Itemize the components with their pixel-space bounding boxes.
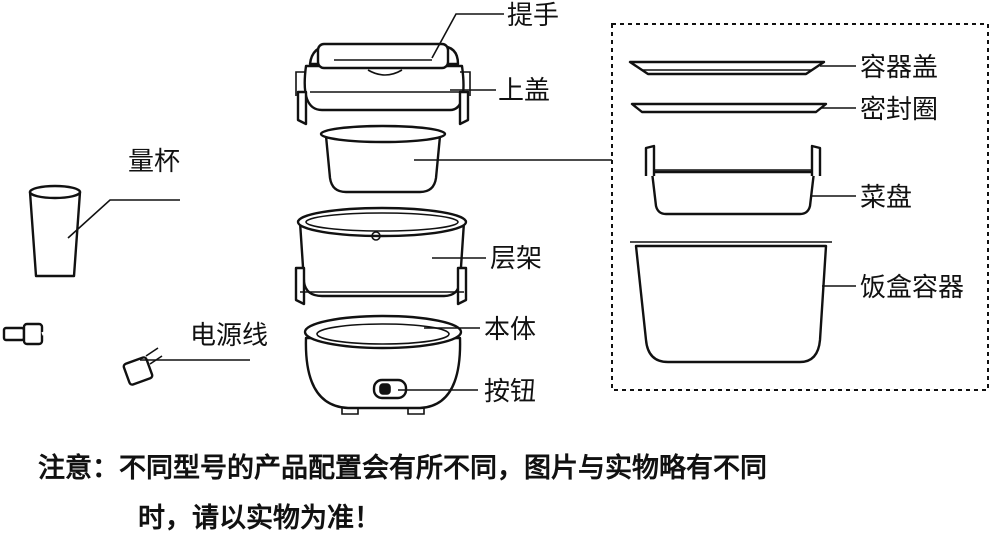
measuring-cup-drawing <box>28 184 82 278</box>
label-rice-container: 饭盒容器 <box>860 273 964 303</box>
dish-tray-drawing <box>644 144 822 216</box>
label-top-lid: 上盖 <box>498 76 550 106</box>
inner-pot-drawing <box>319 124 447 194</box>
label-power-cord: 电源线 <box>190 321 268 351</box>
rice-container-drawing <box>630 241 832 364</box>
label-measuring-cup: 量杯 <box>128 147 180 177</box>
layer-rack-drawing <box>294 206 468 306</box>
top-lid-drawing <box>295 42 471 126</box>
note-line-2: 时，请以实物为准！ <box>138 503 381 534</box>
leader-lines <box>67 13 856 391</box>
power-cord-drawing <box>2 318 163 394</box>
label-main-body: 本体 <box>484 315 536 345</box>
label-handle: 提手 <box>507 1 559 31</box>
note-line-1: 注意：不同型号的产品配置会有所不同，图片与实物略有不同 <box>38 453 767 484</box>
label-button: 按钮 <box>484 377 536 407</box>
inner-parts-group-box <box>611 23 989 391</box>
container-lid-drawing <box>628 60 826 76</box>
seal-ring-drawing <box>630 102 828 114</box>
label-dish-tray: 菜盘 <box>860 183 912 213</box>
label-layer-rack: 层架 <box>490 244 542 274</box>
label-seal-ring: 密封圈 <box>860 95 938 125</box>
main-body-drawing <box>303 314 463 415</box>
label-container-lid: 容器盖 <box>860 53 938 83</box>
